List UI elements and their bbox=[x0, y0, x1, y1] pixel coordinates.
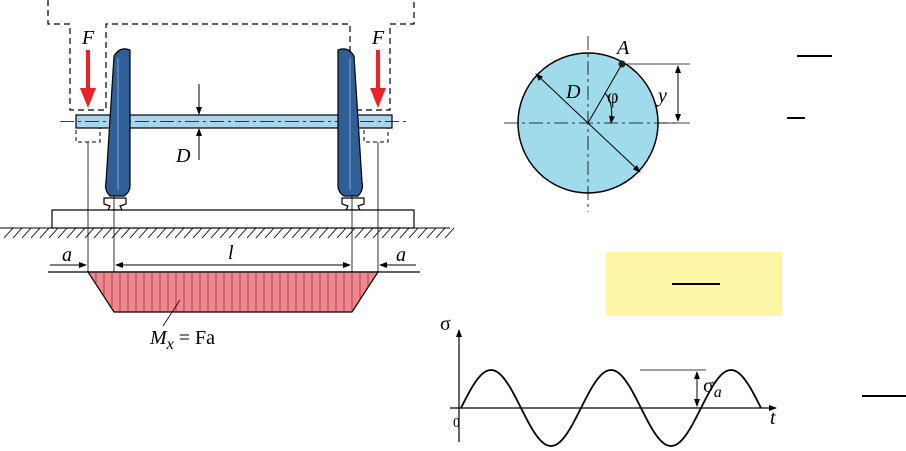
amplitude-subscript: a bbox=[714, 384, 722, 401]
ground-hatch-line bbox=[84, 227, 95, 239]
moment-leader bbox=[162, 299, 181, 327]
ground-hatch-line bbox=[57, 227, 68, 239]
ground-hatch-line bbox=[3, 227, 14, 239]
ground-hatch-line bbox=[417, 227, 428, 239]
ground-hatch-line bbox=[336, 227, 347, 239]
ground-hatching bbox=[3, 227, 455, 239]
ground-hatch-line bbox=[309, 227, 320, 239]
moment-label: Mx = Fa bbox=[149, 327, 215, 353]
ground-hatch-line bbox=[210, 227, 221, 239]
point-a-label: A bbox=[615, 37, 630, 59]
ground-hatch-line bbox=[192, 227, 203, 239]
ground-hatch-line bbox=[165, 227, 176, 239]
ground-hatch-line bbox=[264, 227, 275, 239]
ground-hatch-line bbox=[363, 227, 374, 239]
ground-hatch-line bbox=[300, 227, 311, 239]
force-label-right: F bbox=[371, 27, 385, 49]
amplitude-label: σa bbox=[703, 375, 722, 401]
rail-left bbox=[103, 197, 127, 211]
ground-hatch-line bbox=[120, 227, 131, 239]
rail-right bbox=[341, 197, 365, 211]
ground-hatch-line bbox=[435, 227, 446, 239]
moment-hatching bbox=[95, 273, 369, 312]
angle-label: φ bbox=[607, 86, 619, 108]
ground-hatch-line bbox=[390, 227, 401, 239]
force-arrow-right bbox=[370, 50, 386, 108]
ground-hatch-line bbox=[381, 227, 392, 239]
ground-hatch-line bbox=[138, 227, 149, 239]
ground-hatch-line bbox=[354, 227, 365, 239]
ground-hatch-line bbox=[12, 227, 23, 239]
force-label-left: F bbox=[81, 27, 95, 49]
ground-hatch-line bbox=[75, 227, 86, 239]
ground-hatch-line bbox=[282, 227, 293, 239]
overhang-label-right: a bbox=[396, 244, 406, 266]
span-label: l bbox=[228, 242, 234, 264]
extension-lines bbox=[87, 142, 379, 272]
sleeper bbox=[51, 209, 415, 229]
ground-hatch-line bbox=[21, 227, 32, 239]
ground-hatch-line bbox=[183, 227, 194, 239]
ground-hatch-line bbox=[273, 227, 284, 239]
ground-hatch-line bbox=[39, 227, 50, 239]
time-axis-label: t bbox=[770, 407, 776, 429]
bogie-frame-outline bbox=[47, 0, 415, 111]
ground-hatch-line bbox=[111, 227, 122, 239]
ground-hatch-line bbox=[147, 227, 158, 239]
ground-hatch-line bbox=[219, 227, 230, 239]
ground-hatch-line bbox=[30, 227, 41, 239]
section-diameter-label: D bbox=[565, 81, 581, 103]
ground-hatch-line bbox=[237, 227, 248, 239]
moment-symbol: M bbox=[149, 327, 168, 349]
wheelset-diagram: F F D a l a Mx = Fa bbox=[0, 0, 455, 353]
ground-hatch-line bbox=[174, 227, 185, 239]
ground-hatch-line bbox=[201, 227, 212, 239]
axle-diameter-label: D bbox=[175, 145, 191, 167]
ground-hatch-line bbox=[228, 227, 239, 239]
origin-label: 0 bbox=[453, 416, 460, 431]
force-arrow-left bbox=[80, 50, 96, 108]
point-a-marker bbox=[618, 60, 626, 68]
ground-hatch-line bbox=[345, 227, 356, 239]
y-label: y bbox=[656, 85, 667, 107]
ground-hatch-line bbox=[102, 227, 113, 239]
angle-arc bbox=[604, 92, 616, 124]
axle-box-right bbox=[363, 127, 389, 143]
moment-rhs: = Fa bbox=[179, 327, 215, 349]
ground-hatch-line bbox=[129, 227, 140, 239]
ground-hatch-line bbox=[48, 227, 59, 239]
cross-section-diagram: A D φ y bbox=[504, 36, 690, 212]
amplitude-symbol: σ bbox=[703, 375, 714, 397]
ground-hatch-line bbox=[291, 227, 302, 239]
ground-hatch-line bbox=[156, 227, 167, 239]
overhang-label-left: a bbox=[62, 244, 72, 266]
ground-hatch-line bbox=[372, 227, 383, 239]
ground-hatch-line bbox=[408, 227, 419, 239]
ground-hatch-line bbox=[426, 227, 437, 239]
ground-hatch-line bbox=[246, 227, 257, 239]
stress-curve bbox=[460, 369, 762, 447]
stress-axis-label: σ bbox=[440, 313, 451, 335]
ground-hatch-line bbox=[93, 227, 104, 239]
moment-subscript: x bbox=[166, 336, 174, 353]
ground-hatch-line bbox=[399, 227, 410, 239]
ground-hatch-line bbox=[318, 227, 329, 239]
ground-hatch-line bbox=[444, 227, 455, 239]
bending-moment-diagram bbox=[86, 271, 380, 313]
ground-hatch-line bbox=[255, 227, 266, 239]
ground-hatch-line bbox=[327, 227, 338, 239]
ground-hatch-line bbox=[66, 227, 77, 239]
axle-box-left bbox=[75, 127, 101, 143]
stress-time-plot: σ 0 t σa bbox=[440, 313, 777, 447]
